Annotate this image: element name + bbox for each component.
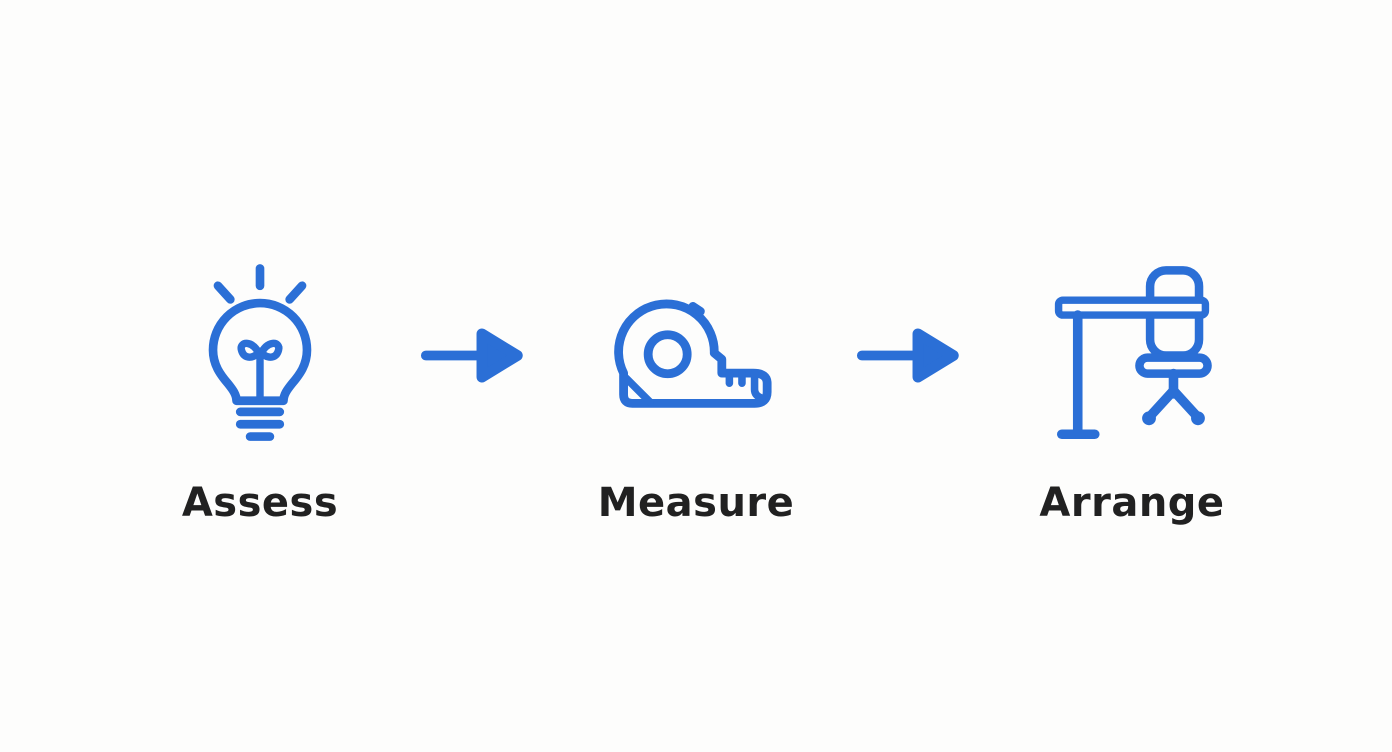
desk-chair-icon (1052, 244, 1212, 466)
step-arrange: Arrange (1012, 244, 1252, 526)
step-measure: Measure (576, 244, 816, 526)
step-assess: Assess (140, 244, 380, 526)
lightbulb-icon (192, 244, 328, 466)
step-label: Arrange (1039, 480, 1225, 526)
step-label: Measure (597, 480, 795, 526)
process-flow-diagram: Assess (140, 226, 1252, 526)
tape-measure-icon (611, 244, 781, 466)
right-arrow-icon (380, 244, 576, 466)
right-arrow-icon (816, 244, 1012, 466)
step-label: Assess (181, 480, 339, 526)
